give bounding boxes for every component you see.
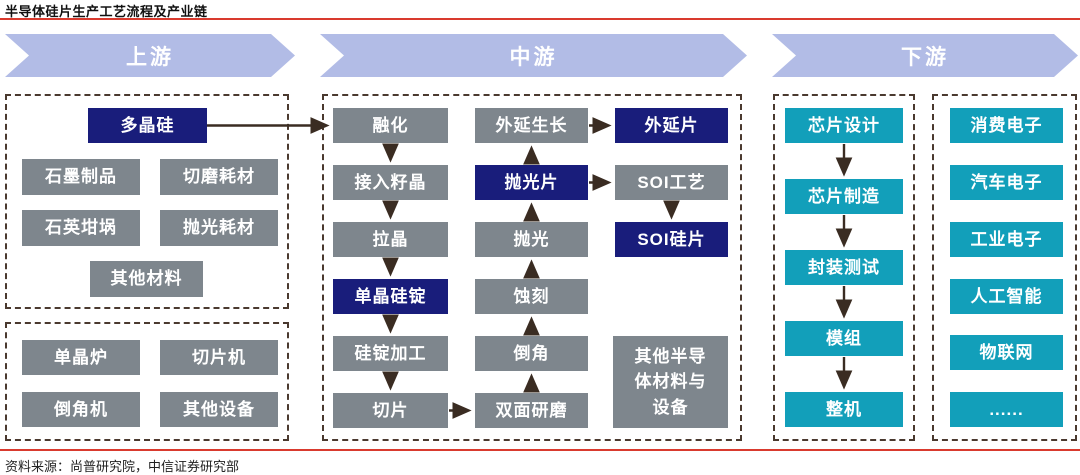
node-mono-silicon-ingot: 单晶硅锭 [333, 279, 448, 314]
node-internet-of-things: 物联网 [950, 335, 1063, 370]
node-polished-wafer: 抛光片 [475, 165, 588, 200]
node-other-materials: 其他材料 [90, 261, 203, 297]
node-ingot-processing: 硅锭加工 [333, 336, 448, 371]
node-other-semiconductor-materials-equipment: 其他半导 体材料与 设备 [613, 336, 728, 428]
frame-downstream-chain [773, 94, 915, 441]
node-industrial-electronics: 工业电子 [950, 222, 1063, 257]
node-quartz-crucible: 石英坩埚 [22, 210, 140, 246]
node-chamfering-machine: 倒角机 [22, 392, 140, 427]
node-slicing: 切片 [333, 393, 448, 428]
node-mono-crystal-furnace: 单晶炉 [22, 340, 140, 375]
node-polishing-consumables: 抛光耗材 [160, 210, 278, 246]
node-consumer-electronics: 消费电子 [950, 108, 1063, 143]
node-other-equipment: 其他设备 [160, 392, 278, 427]
banner-upstream: 上游 [5, 34, 295, 77]
node-chip-manufacturing: 芯片制造 [785, 179, 903, 214]
node-seed-crystal-insertion: 接入籽晶 [333, 165, 448, 200]
node-etching: 蚀刻 [475, 279, 588, 314]
node-cutting-grinding-consumables: 切磨耗材 [160, 159, 278, 195]
banner-midstream: 中游 [320, 34, 747, 77]
node-polishing: 抛光 [475, 222, 588, 257]
node-polysilicon: 多晶硅 [88, 108, 207, 143]
node-packaging-testing: 封装测试 [785, 250, 903, 285]
node-soi-wafer: SOI硅片 [615, 222, 728, 257]
frame-midstream [322, 94, 742, 441]
node-melting: 融化 [333, 108, 448, 143]
source-note: 资料来源：尚普研究院，中信证券研究部 [5, 459, 240, 474]
frame-downstream-applications [932, 94, 1077, 441]
footer-rule [0, 449, 1080, 451]
node-epitaxial-wafer: 外延片 [615, 108, 728, 143]
node-complete-machine: 整机 [785, 392, 903, 427]
node-soi-process: SOI工艺 [615, 165, 728, 200]
frame-upstream-equipment [5, 322, 289, 441]
node-module: 模组 [785, 321, 903, 356]
frame-upstream-materials [5, 94, 289, 309]
node-double-side-lapping: 双面研磨 [475, 393, 588, 428]
page-title: 半导体硅片生产工艺流程及产业链 [5, 4, 208, 19]
node-chip-design: 芯片设计 [785, 108, 903, 143]
node-graphite-products: 石墨制品 [22, 159, 140, 195]
node-more-applications-ellipsis: ...... [950, 392, 1063, 427]
title-underline [0, 18, 1080, 20]
node-slicing-machine: 切片机 [160, 340, 278, 375]
node-epitaxial-growth: 外延生长 [475, 108, 588, 143]
banner-downstream: 下游 [772, 34, 1078, 77]
node-crystal-pulling: 拉晶 [333, 222, 448, 257]
node-chamfering: 倒角 [475, 336, 588, 371]
node-artificial-intelligence: 人工智能 [950, 279, 1063, 314]
node-automotive-electronics: 汽车电子 [950, 165, 1063, 200]
